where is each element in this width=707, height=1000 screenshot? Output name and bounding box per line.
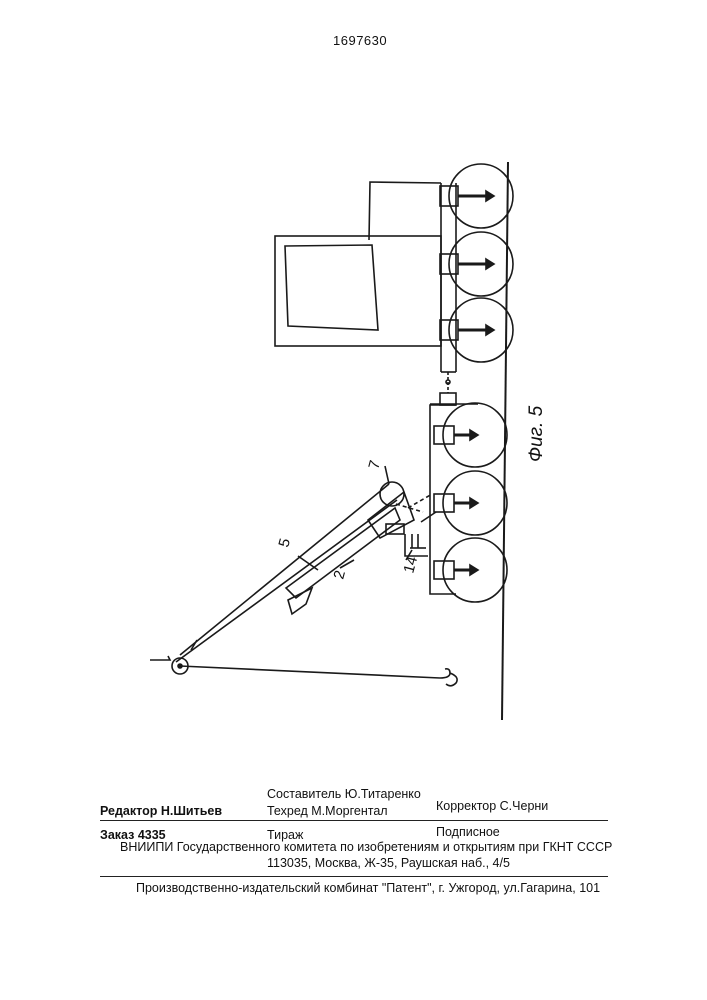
compiler-line: Составитель Ю.Титаренко <box>267 788 421 801</box>
label-2: 2 <box>330 569 349 581</box>
rule-bottom <box>100 876 608 877</box>
front-wheels <box>440 164 513 362</box>
figure-caption: Фиг. 5 <box>526 405 547 462</box>
publisher-line: Производственно-издательский комбинат "П… <box>136 882 600 895</box>
coupling <box>440 372 456 405</box>
technical-drawing: 5 2 7 14 Фиг. 5 <box>0 0 707 760</box>
techred-line: Техред М.Моргентал <box>267 805 388 818</box>
label-14: 14 <box>400 555 421 576</box>
institution-line: ВНИИПИ Государственного комитета по изоб… <box>120 841 612 854</box>
tractor-cab <box>275 182 441 346</box>
boom-assembly <box>150 482 457 686</box>
corrector-line: Корректор С.Черни <box>436 800 548 813</box>
label-5: 5 <box>275 537 294 549</box>
rule-top <box>100 820 608 821</box>
rear-wheels <box>434 403 507 602</box>
subscription-line: Подписное <box>436 826 500 839</box>
label-7: 7 <box>365 459 384 471</box>
address-line: 113035, Москва, Ж-35, Раушская наб., 4/5 <box>267 857 510 870</box>
editor-line: Редактор Н.Шитьев <box>100 805 222 818</box>
